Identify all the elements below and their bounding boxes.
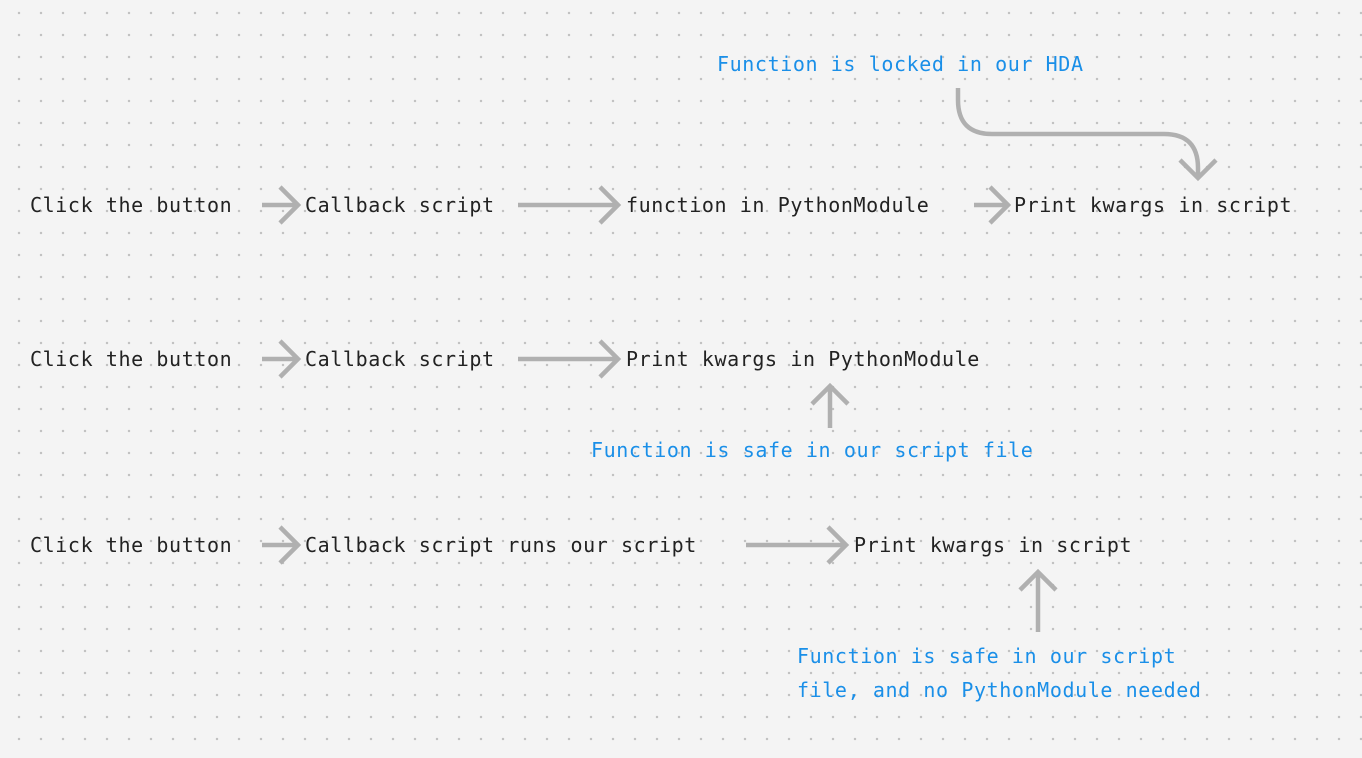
annotation-line: Function is safe in our script <box>797 644 1177 668</box>
row3-step-click-button: Click the button <box>30 533 233 557</box>
annotation-locked-in-hda: Function is locked in our HDA <box>717 47 1084 81</box>
annotation-line: Function is safe in our script file <box>591 438 1034 462</box>
row2-step-click-button: Click the button <box>30 347 233 371</box>
arrow-annotation3-up <box>1018 568 1058 632</box>
row3-step-print-kwargs: Print kwargs in script <box>854 533 1133 557</box>
row1-step-click-button: Click the button <box>30 193 233 217</box>
arrow-row3-step1 <box>262 525 302 565</box>
arrow-row2-step2 <box>518 339 622 379</box>
row1-step-function-in-pythonmodule: function in PythonModule <box>626 193 930 217</box>
arrow-annotation2-up <box>810 382 850 428</box>
annotation-safe-no-pythonmodule: Function is safe in our script file, and… <box>797 639 1202 707</box>
annotation-line: Function is locked in our HDA <box>717 52 1084 76</box>
arrow-annotation1-curve <box>955 88 1218 182</box>
arrow-row2-step1 <box>262 339 302 379</box>
annotation-safe-in-script: Function is safe in our script file <box>591 433 1033 467</box>
annotation-line: file, and no PythonModule needed <box>797 678 1202 702</box>
row1-step-callback-script: Callback script <box>305 193 495 217</box>
row3-step-callback-runs-script: Callback script runs our script <box>305 533 697 557</box>
arrow-row1-step2 <box>518 185 622 225</box>
row2-step-print-kwargs-pythonmodule: Print kwargs in PythonModule <box>626 347 980 371</box>
arrow-row1-step3 <box>974 185 1012 225</box>
row1-step-print-kwargs: Print kwargs in script <box>1014 193 1293 217</box>
arrow-row3-step2 <box>746 525 850 565</box>
arrow-row1-step1 <box>262 185 302 225</box>
row2-step-callback-script: Callback script <box>305 347 495 371</box>
